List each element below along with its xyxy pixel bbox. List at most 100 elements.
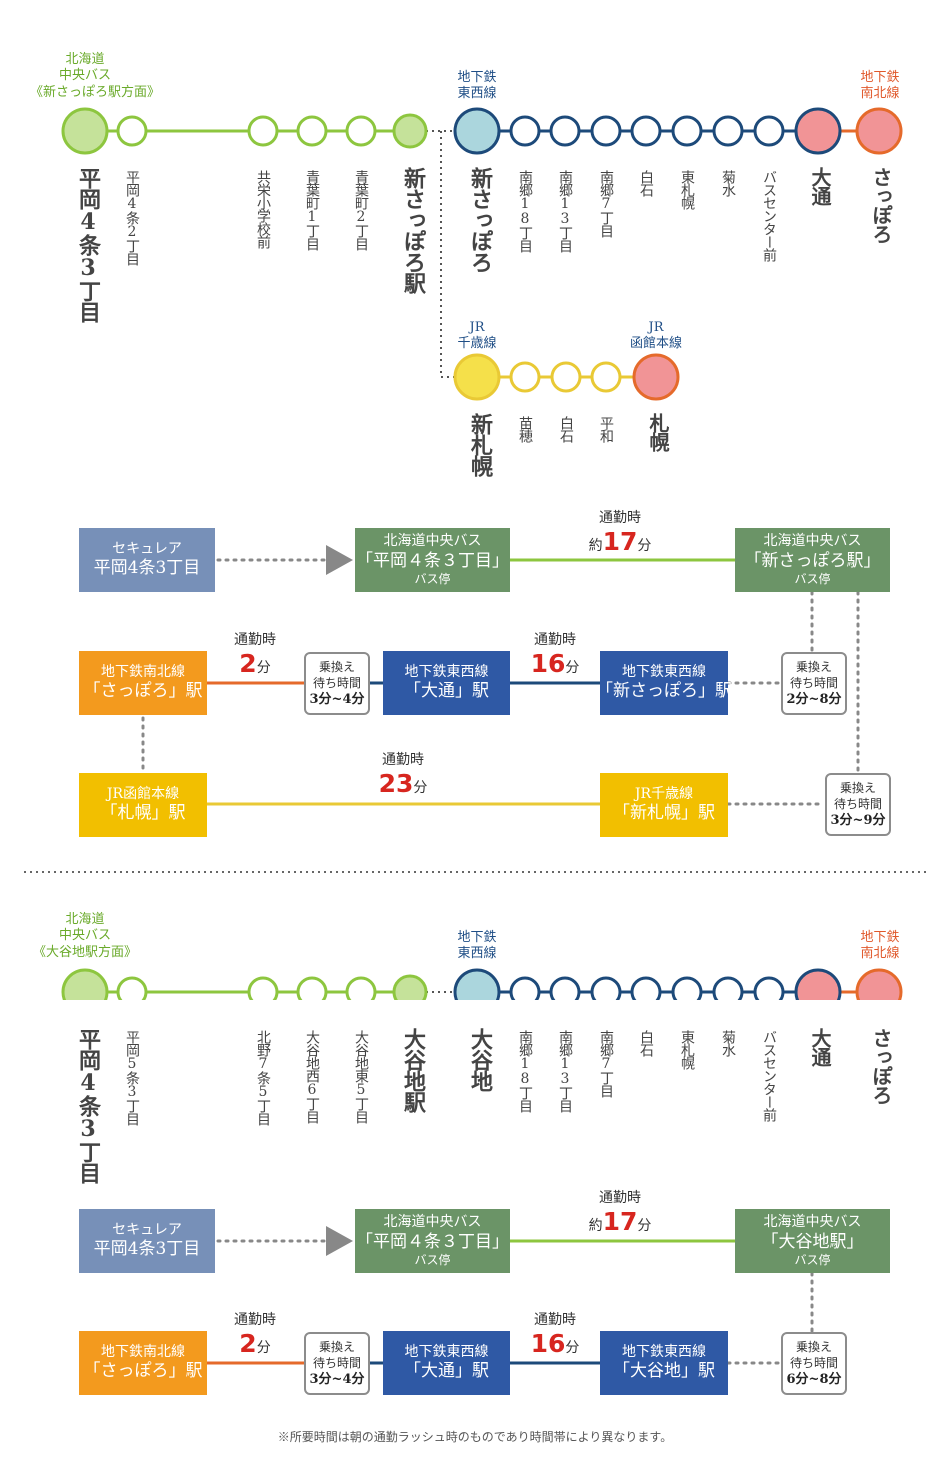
route2-time-bus: 通勤時 約17分 (570, 1190, 670, 1236)
route2-odori-l2: 「大通」駅 (404, 1361, 489, 1382)
route1-stn-j1 (453, 353, 501, 401)
route1-bus-from-box: 北海道中央バス 「平岡４条３丁目」 バス停 (355, 528, 510, 592)
route1-stn-n1 (855, 107, 903, 155)
route1-station-j2: 苗穂 (517, 416, 533, 442)
route1-station-j5: 札幌 (646, 413, 670, 451)
route1-time-tozai-label: 通勤時 (534, 632, 576, 648)
route2-oyachi-l2: 「大谷地」駅 (613, 1361, 715, 1382)
route2-stn-t2 (509, 976, 541, 1000)
route1-stn-j2 (509, 361, 541, 393)
route1-time-jr-label: 通勤時 (382, 752, 424, 768)
route1-stn-t9 (794, 107, 842, 155)
route2-station-t9: 大通 (808, 1028, 832, 1066)
route1-station-t5: 白石 (638, 170, 654, 196)
route1-time-bus-label: 通勤時 (599, 510, 641, 526)
section-divider (24, 871, 926, 873)
route2-time-namboku-value: 2 (239, 1328, 257, 1358)
route1-transfer-c-l3: 3分~9分 (830, 812, 886, 828)
route2-station-t8: バスセンター前 (761, 1030, 777, 1121)
route2-stop-b6 (392, 974, 428, 1000)
route2-station-b5: 大谷地東5丁目 (353, 1030, 369, 1123)
route2-bus-to-l1: 北海道中央バス (763, 1214, 862, 1231)
route1-station-j4: 平和 (598, 416, 614, 442)
route2-home-box: セキュレア 平岡4条3丁目 (79, 1209, 215, 1273)
route1-station-t3: 南郷13丁目 (557, 170, 573, 252)
route1-time-bus-unit: 分 (637, 537, 652, 554)
route1-time-bus: 通勤時 約17分 (570, 510, 670, 556)
route1-shinsapporo-l2: 「新さっぽろ」駅 (596, 681, 732, 702)
route2-transfer-b-l3: 6分~8分 (786, 1371, 842, 1387)
route2-transfer-a-l1: 乗換え (318, 1339, 355, 1354)
route1-time-namboku-unit: 分 (256, 659, 271, 676)
route1-namboku-label: 地下鉄 南北線 (860, 70, 900, 102)
route2-stn-t6 (671, 976, 703, 1000)
route2-time-namboku-unit: 分 (256, 1339, 271, 1356)
route2-transfer-b-l1: 乗換え (795, 1339, 832, 1354)
route1-station-b5: 青葉町2丁目 (353, 170, 369, 250)
route2-transfer-b-l2: 待ち時間 (789, 1355, 838, 1370)
route1-jr-hakodate-label: JR 函館本線 (629, 320, 682, 352)
route2-namboku-box: 地下鉄南北線 「さっぽろ」駅 (79, 1331, 207, 1395)
route2-station-t2: 南郷18丁目 (517, 1030, 533, 1112)
route2-bus-from-box: 北海道中央バス 「平岡４条３丁目」 バス停 (355, 1209, 510, 1273)
route1-home-l1: セキュレア (112, 540, 182, 557)
route2-station-n1: さっぽろ (869, 1028, 893, 1104)
route2-time-namboku-label: 通勤時 (234, 1312, 276, 1328)
route2-station-t7: 菊水 (720, 1030, 736, 1056)
route2-time-bus-label: 通勤時 (599, 1190, 641, 1206)
route1-station-t4: 南郷7丁目 (598, 170, 614, 237)
route2-stn-t1 (453, 968, 501, 1000)
route1-stop-b4 (296, 115, 328, 147)
route2-time-bus-prefix: 約 (588, 1217, 603, 1234)
route2-home-l2: 平岡4条3丁目 (93, 1239, 201, 1260)
route1-shinsapporo-l1: 地下鉄東西線 (622, 663, 706, 680)
route1-home-l2: 平岡4条3丁目 (93, 558, 201, 579)
route1-time-namboku-value: 2 (239, 648, 257, 678)
route2-stop-b5 (345, 976, 377, 1000)
route1-station-hiraoka: 平岡4条3丁目 (75, 167, 101, 322)
route1-bus-to-box: 北海道中央バス 「新さっぽろ駅」 バス停 (735, 528, 890, 592)
route2-stop-hiraoka (61, 968, 109, 1000)
route1-transfer-c-l2: 待ち時間 (833, 796, 882, 811)
route2-tozai-label: 地下鉄 東西線 (457, 930, 497, 962)
route1-stop-b3 (247, 115, 279, 147)
route2-stop-b3 (247, 976, 279, 1000)
route2-time-namboku: 通勤時 2分 (210, 1312, 300, 1358)
route2-station-b3: 北野7条5丁目 (255, 1030, 271, 1125)
route1-stn-t8 (753, 115, 785, 147)
route1-stn-t1 (453, 107, 501, 155)
route2-odori-box: 地下鉄東西線 「大通」駅 (383, 1331, 510, 1395)
route2-namboku-label: 地下鉄 南北線 (860, 930, 900, 962)
route1-station-t8: バスセンター前 (761, 170, 777, 261)
route1-bus-line-label: 北海道 中央バス 《新さっぽろ駅方面》 (30, 52, 161, 100)
route1-station-t9: 大通 (808, 167, 832, 205)
route1-stop-b5 (345, 115, 377, 147)
route1-jr-chitose-label: JR 千歳線 (457, 320, 497, 352)
footnote: ※所要時間は朝の通勤ラッシュ時のものであり時間帯により異なります。 (277, 1430, 673, 1444)
route1-transfer-b-l3: 2分~8分 (786, 691, 842, 707)
route1-time-namboku: 通勤時 2分 (210, 632, 300, 678)
route2-transfer-a-l3: 3分~4分 (309, 1371, 365, 1387)
route2-bus-to-box: 北海道中央バス 「大谷地駅」 バス停 (735, 1209, 890, 1273)
route1-station-t1: 新さっぽろ (467, 167, 493, 272)
route1-station-b6: 新さっぽろ駅 (400, 167, 426, 293)
route1-stn-j3 (550, 361, 582, 393)
route1-bus-from-l3: バス停 (414, 572, 451, 587)
route2-namboku-l1: 地下鉄南北線 (101, 1343, 185, 1360)
route2-time-tozai-unit: 分 (565, 1339, 580, 1356)
route1-time-namboku-label: 通勤時 (234, 632, 276, 648)
route2-station-t6: 東札幌 (679, 1030, 695, 1069)
route1-jr-sapporo-l1: JR函館本線 (106, 785, 180, 802)
route2-station-t4: 南郷7丁目 (598, 1030, 614, 1097)
route1-bus-from-l2: 「平岡４条３丁目」 (356, 550, 509, 571)
route1-stn-t2 (509, 115, 541, 147)
route1-namboku-l1: 地下鉄南北線 (101, 663, 185, 680)
route1-shinsapporo-box: 地下鉄東西線 「新さっぽろ」駅 (596, 651, 732, 715)
route1-stn-j5 (632, 353, 680, 401)
route2-time-bus-unit: 分 (637, 1217, 652, 1234)
route1-jr-shinsapporo-l1: JR千歳線 (634, 785, 694, 802)
route2-stn-t4 (590, 976, 622, 1000)
route2-odori-l1: 地下鉄東西線 (404, 1343, 489, 1360)
route1-transfer-a: 乗換え 待ち時間 3分~4分 (304, 652, 370, 715)
